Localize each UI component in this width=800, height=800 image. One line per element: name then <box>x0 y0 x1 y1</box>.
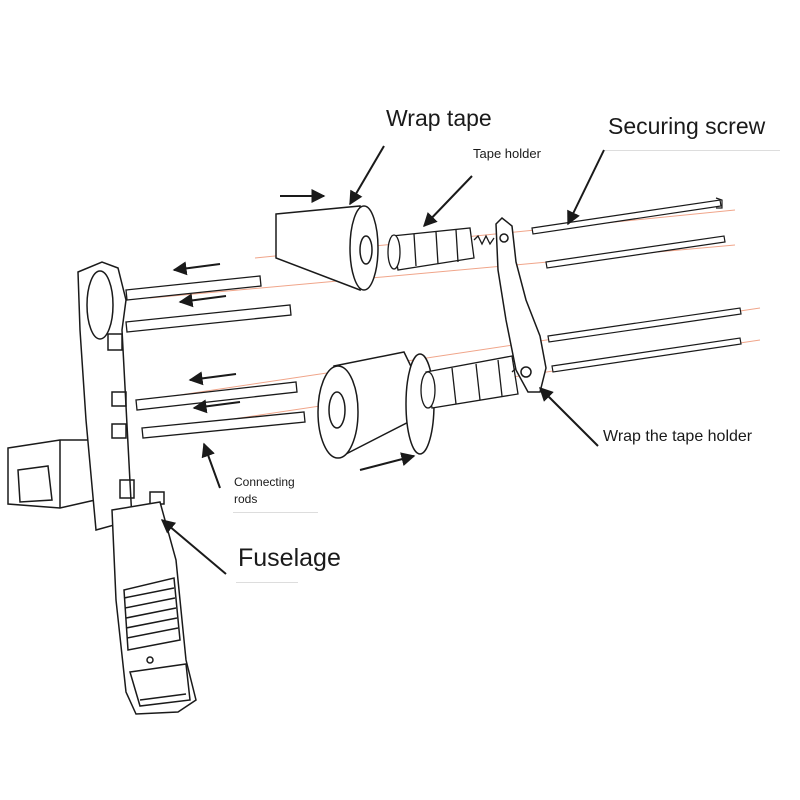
label-connecting-rods: Connecting rods <box>234 475 295 506</box>
wrap-tape-lower <box>317 351 435 459</box>
leader-wrap-tape <box>349 145 385 206</box>
securing-screw <box>531 199 722 235</box>
leader-connecting-rods <box>201 442 221 489</box>
tape-holder-upper <box>387 227 495 271</box>
underline <box>605 150 780 151</box>
label-fuselage: Fuselage <box>238 544 341 572</box>
arrow-icon <box>188 371 237 386</box>
connecting-rod <box>125 275 262 301</box>
connecting-rod <box>135 381 298 411</box>
label-securing-screw: Securing screw <box>608 113 766 139</box>
leader-tape-holder <box>423 175 473 228</box>
arrow-icon <box>172 261 221 276</box>
securing-screw <box>551 337 742 373</box>
arrow-icon <box>192 399 241 414</box>
underline <box>233 512 318 513</box>
underline <box>236 582 298 583</box>
securing-screws <box>531 197 742 373</box>
leader-fuselage <box>160 519 227 575</box>
leader-wrap-the-tape-holder <box>539 387 599 447</box>
securing-screw <box>545 235 726 269</box>
label-wrap-the-tape-holder: Wrap the tape holder <box>603 428 753 445</box>
arrow-icon <box>359 452 416 471</box>
arrow-icon <box>178 293 227 308</box>
wrap-tape-upper <box>275 205 379 292</box>
connecting-rod <box>125 304 292 333</box>
wrap-the-tape-holder-bracket <box>495 216 547 393</box>
securing-screw <box>547 307 742 343</box>
connecting-rods <box>125 275 306 439</box>
label-wrap-tape: Wrap tape <box>386 105 492 131</box>
tape-holder-lower <box>420 355 531 409</box>
fuselage-body <box>7 261 197 715</box>
leader-securing-screw <box>567 149 605 226</box>
connecting-rod <box>141 411 306 439</box>
label-tape-holder: Tape holder <box>473 146 541 161</box>
direction-arrows <box>172 189 416 471</box>
leader-lines <box>160 145 605 575</box>
